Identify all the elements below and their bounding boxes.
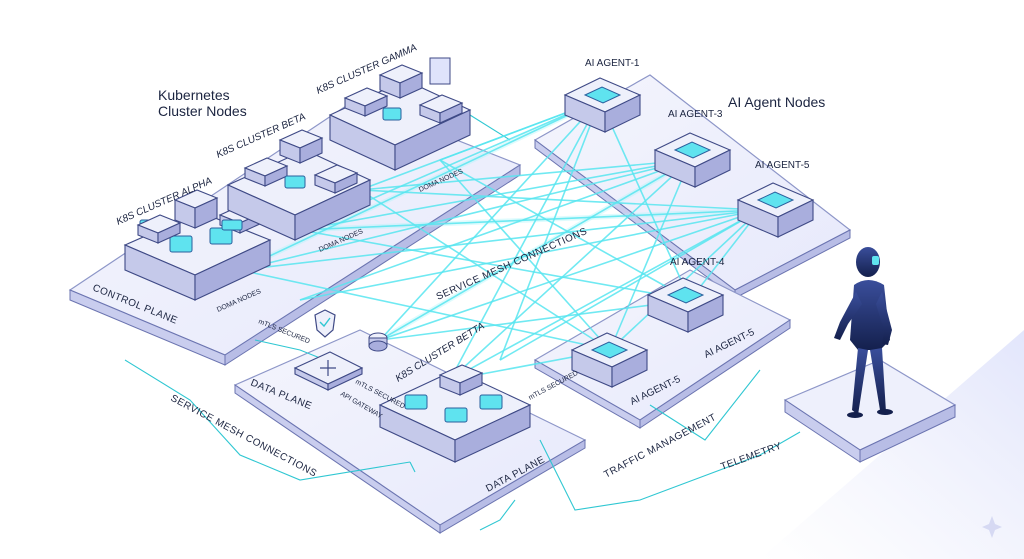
telemetry-label: TELEMETRY: [719, 440, 783, 472]
k8s-cluster-beta-top: [226, 129, 372, 241]
service-mesh-center-label: SERVICE MESH CONNECTIONS: [435, 226, 589, 303]
humanoid-robot-figure: [834, 247, 893, 418]
ai-agent-node-1: [563, 77, 642, 133]
telemetry-pedestal: [783, 359, 957, 463]
shield-icon: [314, 309, 336, 338]
ai-agent-heading: AI Agent Nodes: [728, 94, 825, 110]
api-gateway-node: [293, 351, 364, 391]
k8s-cluster-alpha: [123, 189, 272, 301]
mesh-hub-node: [368, 332, 388, 352]
kubernetes-heading-line-1: Kubernetes: [158, 87, 230, 103]
sparkle-icon: [982, 516, 1002, 538]
agent-label-1: AI AGENT-1: [585, 58, 640, 69]
k8s-cluster-betta-bottom: [378, 364, 532, 463]
agent-label-5-top: AI AGENT-5: [755, 160, 810, 171]
agent-platform-mid: [533, 269, 792, 429]
ai-agent-node-5-bottom: [570, 332, 649, 388]
ai-agent-node-5-top: [736, 182, 815, 238]
ai-agent-node-4: [646, 277, 725, 333]
service-mesh-lines: [238, 97, 761, 381]
traffic-management-label: TRAFFIC MANAGEMENT: [602, 412, 718, 481]
kubernetes-heading-line-2: Cluster Nodes: [158, 103, 247, 119]
k8s-cluster-gamma: [328, 57, 472, 171]
agent-label-3: AI AGENT-3: [668, 109, 723, 120]
ai-agent-node-3: [653, 132, 732, 188]
agent-label-4: AI AGENT-4: [670, 257, 725, 268]
